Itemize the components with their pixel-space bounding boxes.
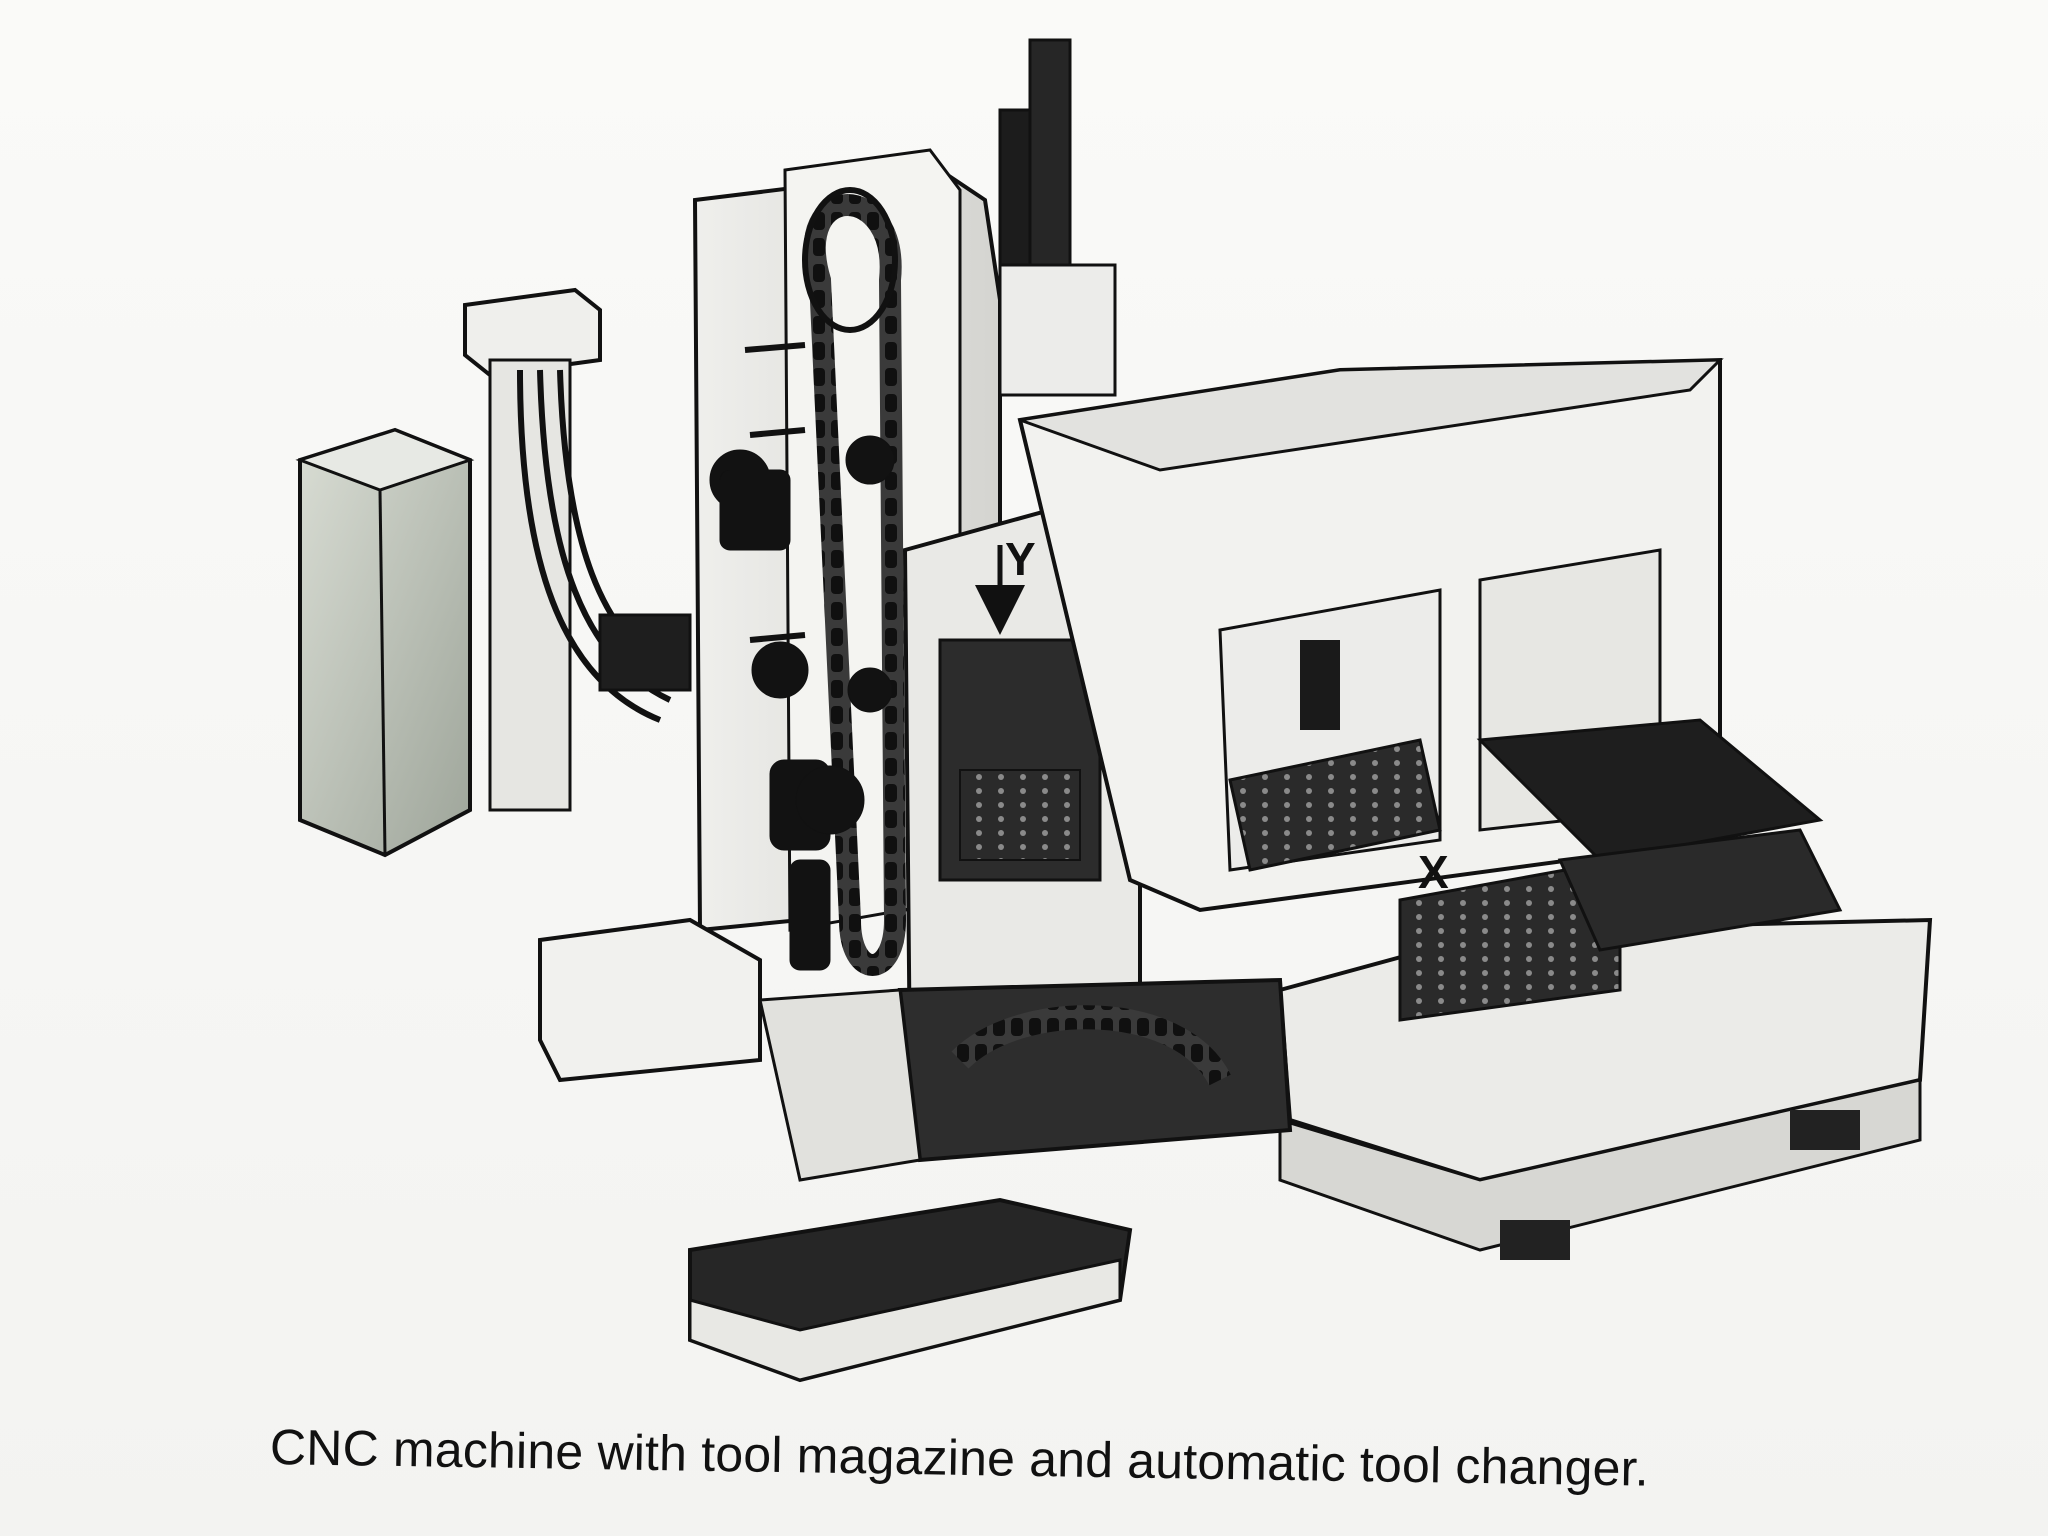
y-axis-label: Y xyxy=(1005,533,1036,585)
electrical-cabinet xyxy=(295,427,475,858)
figure-caption: CNC machine with tool magazine and autom… xyxy=(269,1419,1650,1497)
x-axis-label: X xyxy=(1418,846,1449,898)
hydraulic-unit xyxy=(463,287,692,812)
cnc-machine-illustration: Y Z X xyxy=(295,38,1933,1383)
machine-base xyxy=(538,917,1293,1383)
tool-magazine xyxy=(709,187,907,976)
pallet-changer: X xyxy=(1277,718,1933,1260)
